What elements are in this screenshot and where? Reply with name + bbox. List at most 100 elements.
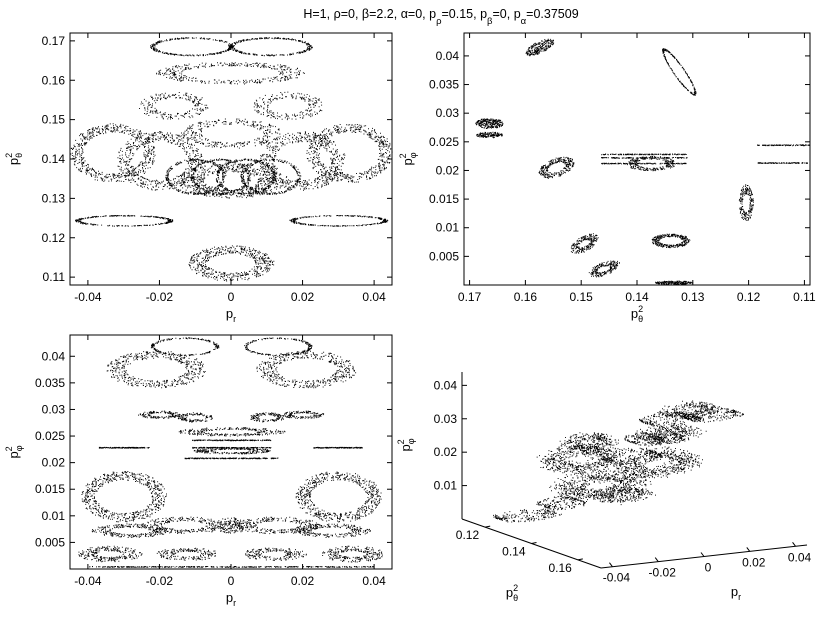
top-right-cluster-1 — [662, 48, 697, 96]
bottom-right-cluster-9 — [597, 447, 662, 465]
top-right-cluster-4 — [538, 156, 575, 179]
top-left-cluster-4 — [253, 91, 323, 121]
bottom-left-ytick-label-6: 0.035 — [35, 376, 65, 390]
top-left-xtick-label-4: 0.04 — [362, 290, 386, 304]
bottom-right-zlabel: p2φ — [396, 438, 416, 451]
bottom-left-cluster-24 — [156, 547, 216, 561]
top-left-ytick-label-3: 0.14 — [42, 152, 66, 166]
bottom-right-cluster-7 — [633, 423, 707, 446]
top-left-ytick-label-0: 0.11 — [43, 270, 66, 284]
bottom-right-xtick-2 — [700, 552, 705, 557]
bottom-left-ytick-label-5: 0.03 — [42, 402, 66, 416]
top-left-ytick-label-6: 0.17 — [42, 34, 66, 48]
bottom-right-ytick-1 — [531, 542, 537, 544]
top-left-xtick-label-3: 0.02 — [291, 290, 315, 304]
bottom-right-cluster-12 — [536, 495, 586, 511]
bottom-left-cluster-7 — [250, 412, 285, 423]
top-left-xtick-label-2: 0 — [228, 290, 235, 304]
bottom-left-points — [78, 337, 383, 568]
top-right-xtick-label-0: 0.17 — [458, 290, 482, 304]
top-right-cluster-15 — [655, 280, 694, 285]
bottom-left-cluster-23 — [322, 545, 383, 563]
bottom-left-ytick-label-0: 0.005 — [35, 535, 65, 549]
title-part-2: =0.15, p — [442, 7, 488, 21]
title-part-4: =0, p — [493, 7, 521, 21]
top-left-cluster-14 — [240, 158, 302, 195]
bottom-left-cluster-11 — [192, 439, 272, 442]
top-right-ytick-label-5: 0.03 — [436, 106, 460, 120]
bottom-right-xtick-4 — [792, 541, 796, 547]
top-right-ytick-label-1: 0.01 — [436, 221, 460, 235]
top-right-cluster-13 — [651, 233, 691, 249]
figure-title: H=1, ρ=0, β=2.2, α=0, pρ=0.15, pβ=0, pα=… — [303, 7, 578, 27]
bottom-left-cluster-17 — [142, 516, 228, 534]
top-right-cluster-2 — [475, 118, 504, 129]
title-part-0: H=1, ρ=0, β=2.2, α=0, p — [303, 7, 436, 21]
top-right-cluster-9 — [757, 144, 810, 147]
bottom-right-cluster-11 — [593, 486, 656, 506]
top-right-xtick-label-1: 0.16 — [514, 290, 538, 304]
bottom-right-xtick-label-4: 0.04 — [788, 550, 812, 564]
top-left-ytick-label-4: 0.15 — [42, 113, 66, 127]
top-right-ytick-label-0: 0.005 — [429, 249, 459, 263]
top-right-xtick-label-5: 0.12 — [737, 290, 761, 304]
bottom-right-cluster-8 — [613, 446, 703, 479]
bottom-left-cluster-6 — [177, 412, 213, 423]
bottom-left-cluster-16 — [295, 471, 382, 523]
top-left-xtick-label-0: -0.04 — [74, 290, 102, 304]
bottom-left-cluster-12 — [192, 446, 272, 449]
top-right-ytick-label-7: 0.04 — [436, 49, 460, 63]
top-left-cluster-8 — [117, 131, 203, 191]
bottom-left-cluster-13 — [193, 447, 271, 455]
top-right-cluster-3 — [476, 131, 503, 139]
bottom-left-cluster-19 — [91, 523, 169, 538]
bottom-right-xtick-0 — [609, 562, 613, 568]
top-left-cluster-5 — [181, 118, 281, 149]
bottom-left-cluster-18 — [235, 516, 321, 535]
bottom-left-cluster-9 — [98, 446, 150, 449]
bottom-right-ytick-label-0: 0.12 — [456, 528, 480, 542]
top-right-cluster-11 — [738, 184, 754, 221]
top-left-ytick-label-1: 0.12 — [42, 231, 66, 245]
bottom-left-xtick-label-0: -0.04 — [74, 574, 102, 588]
top-right-cluster-7 — [601, 156, 688, 159]
bottom-right-cluster-2 — [657, 400, 723, 421]
bottom-right-xtick-label-3: 0.02 — [742, 555, 766, 569]
bottom-left-ytick-label-7: 0.04 — [42, 349, 66, 363]
bottom-right-xtick-label-1: -0.02 — [649, 566, 677, 580]
top-left-cluster-10 — [178, 163, 285, 199]
top-left-cluster-7 — [306, 124, 393, 183]
top-right-ytick-label-4: 0.025 — [429, 135, 459, 149]
top-left-cluster-2 — [156, 62, 305, 85]
bottom-right-xlabel: pr — [731, 584, 741, 602]
top-right-xtick-label-2: 0.15 — [570, 290, 594, 304]
bottom-right-cluster-10 — [549, 468, 652, 502]
bottom-right-ytick-label-1: 0.14 — [502, 545, 526, 559]
top-left-cluster-12 — [190, 158, 252, 196]
top-left-cluster-1 — [229, 37, 313, 57]
top-right-ytick-label-2: 0.015 — [429, 192, 459, 206]
top-left-cluster-6 — [70, 123, 156, 182]
top-right-xtick-label-3: 0.14 — [625, 290, 649, 304]
bottom-right-xtick-label-2: 0 — [705, 561, 712, 575]
top-right-ylabel: p2φ — [398, 152, 418, 165]
bottom-left-cluster-0 — [150, 337, 220, 357]
top-left-xlabel: pr — [226, 306, 236, 324]
bottom-left-ytick-label-1: 0.01 — [42, 509, 66, 523]
bottom-left-xtick-label-2: 0 — [228, 574, 235, 588]
bottom-left-cluster-14 — [184, 457, 279, 460]
bottom-left-cluster-15 — [81, 471, 167, 523]
top-right-cluster-6 — [601, 153, 687, 156]
top-right-cluster-14 — [588, 260, 620, 278]
bottom-left-cluster-26 — [89, 566, 375, 568]
bottom-left-cluster-5 — [282, 410, 325, 419]
top-right-cluster-0 — [525, 38, 555, 57]
bottom-right-cluster-6 — [536, 442, 627, 476]
bottom-left-cluster-1 — [244, 337, 313, 357]
bottom-left-cluster-25 — [245, 547, 307, 561]
top-right-ytick-label-6: 0.035 — [429, 78, 459, 92]
top-left-points — [70, 37, 393, 282]
